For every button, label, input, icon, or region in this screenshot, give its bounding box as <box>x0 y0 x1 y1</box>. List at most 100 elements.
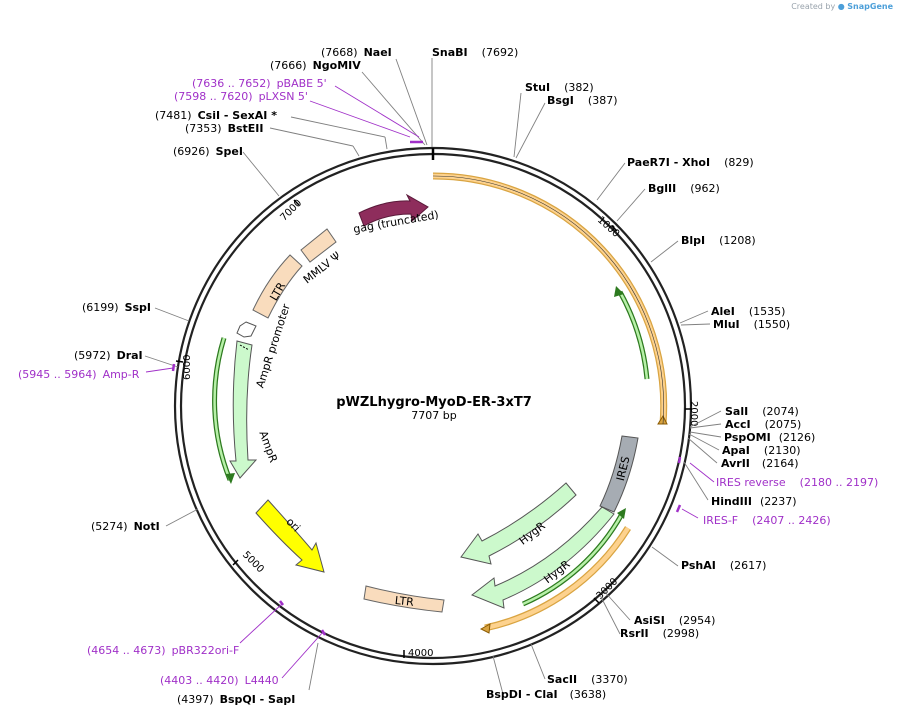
leader-acci <box>689 423 722 429</box>
site-sacii[interactable]: SacII(3370) <box>547 673 628 686</box>
orf-arc-bottom-head <box>479 623 491 634</box>
primer-leaders <box>145 85 715 679</box>
primer-ires-reverse[interactable]: IRES reverse(2180 .. 2197) <box>716 476 878 489</box>
gag-feature[interactable] <box>358 193 429 227</box>
leader-naei <box>395 58 428 146</box>
ires-feature[interactable] <box>599 435 639 513</box>
orf-arc-green-3-fill <box>213 337 232 481</box>
site-bsgi[interactable]: BsgI(387) <box>547 94 618 107</box>
site-naei[interactable]: (7668)NaeI <box>321 46 392 59</box>
tick-label-1000: 1000 <box>595 215 621 240</box>
site-bspdi-clai[interactable]: BspDI - ClaI(3638) <box>486 688 606 701</box>
plasmid-size: 7707 bp <box>411 409 456 422</box>
mmlv-psi-feature[interactable] <box>300 228 337 263</box>
site-ngomiv[interactable]: (7666)NgoMIV <box>270 59 361 72</box>
ampr-promoter-feature[interactable] <box>236 321 257 338</box>
orf-arc-green-3-head <box>226 473 235 484</box>
orf-arc-outer-line <box>432 175 664 425</box>
hygr-inner-feature[interactable] <box>460 482 577 565</box>
ampr-label: AmpR <box>256 429 280 465</box>
leader-mlui <box>680 323 711 326</box>
primer-marks <box>171 140 682 636</box>
orf-arc-bottom <box>484 526 630 631</box>
site-leaders <box>144 58 722 695</box>
watermark-brand: SnapGene <box>847 2 893 11</box>
leader-asisi <box>603 590 631 621</box>
primer-mark-ampr <box>171 363 176 372</box>
leader-hindiii <box>683 461 709 501</box>
site-csii-sexai[interactable]: (7481)CsiI - SexAI * <box>155 109 277 122</box>
plasmid-name: pWZLhygro-MyoD-ER-3xT7 <box>336 395 532 410</box>
tick-marks <box>175 199 692 658</box>
orf-arc-outer-head <box>657 414 668 425</box>
leader-sali <box>689 410 722 428</box>
ltr-top-feature[interactable] <box>252 254 303 319</box>
leader-pshai <box>651 546 679 567</box>
leader-rsrii <box>599 594 621 635</box>
primer-mark-ires-f <box>675 504 682 513</box>
site-asisi[interactable]: AsiSI(2954) <box>634 614 715 627</box>
orf-arc-green-2-fill <box>522 513 624 606</box>
site-sspi[interactable]: (6199)SspI <box>82 301 151 314</box>
site-noti[interactable]: (5274)NotI <box>91 520 160 533</box>
ori-feature[interactable] <box>255 499 325 573</box>
orf-arc-outer-border <box>432 172 668 425</box>
leader-ampr-primer <box>145 367 174 373</box>
ampr-feature[interactable] <box>229 340 258 479</box>
orf-arc-green-1-head <box>614 286 624 297</box>
leader-noti <box>165 508 199 527</box>
primer-pbr322ori-f[interactable]: (4654 .. 4673)pBR322ori-F <box>87 644 239 657</box>
site-bspqi-sapi[interactable]: (4397)BspQI - SapI <box>177 693 295 706</box>
leader-pbr322ori <box>239 602 284 644</box>
primer-pbabe[interactable]: (7636 .. 7652)pBABE 5' <box>192 77 327 90</box>
leader-bsgi <box>515 102 546 159</box>
leader-sspi <box>154 307 190 322</box>
site-pshai[interactable]: PshAI(2617) <box>681 559 766 572</box>
site-hindiii[interactable]: HindIII(2237) <box>711 495 797 508</box>
tick-mark-7000 <box>293 199 300 206</box>
site-rsrii[interactable]: RsrII(2998) <box>620 627 699 640</box>
site-spei[interactable]: (6926)SpeI <box>173 145 243 158</box>
orf-arc-outer <box>432 173 666 425</box>
leader-plxsn <box>309 100 411 138</box>
primer-ires-f[interactable]: IRES-F(2407 .. 2426) <box>703 514 831 527</box>
site-bsteii[interactable]: (7353)BstEII <box>185 122 263 135</box>
primer-mark-l4440 <box>320 629 327 636</box>
site-mlui[interactable]: MluI(1550) <box>713 318 790 331</box>
leader-pbabe <box>334 85 420 138</box>
leader-bsteii-2 <box>352 145 360 157</box>
leader-stui <box>513 92 522 158</box>
primer-l4440[interactable]: (4403 .. 4420)L4440 <box>160 674 279 687</box>
tick-mark-6000 <box>175 360 184 363</box>
ampr-start-mark <box>239 344 250 351</box>
snapgene-logo: ● <box>837 2 845 11</box>
primer-ampr[interactable]: (5945 .. 5964)Amp-R <box>18 368 140 381</box>
tick-label-7000: 7000 <box>279 198 305 224</box>
ltr-bottom-label: LTR <box>394 594 415 609</box>
leader-ires-reverse <box>689 462 715 483</box>
primer-mark-pbr322ori <box>279 600 284 606</box>
ampr-promoter-label: AmpR promoter <box>253 302 293 390</box>
site-bglii[interactable]: BglII(962) <box>648 182 720 195</box>
site-alei[interactable]: AleI(1535) <box>711 305 785 318</box>
leader-spei <box>242 151 280 197</box>
site-apai[interactable]: ApaI(2130) <box>722 444 800 457</box>
site-pspomi[interactable]: PspOMI(2126) <box>724 431 815 444</box>
site-sali[interactable]: SalI(2074) <box>725 405 799 418</box>
leader-sacii <box>530 643 546 680</box>
leader-ires-f <box>681 508 699 519</box>
leader-csii-2 <box>384 136 388 150</box>
primer-plxsn[interactable]: (7598 .. 7620)pLXSN 5' <box>174 90 308 103</box>
site-paer7i-xhoi[interactable]: PaeR7I - XhoI(829) <box>627 156 754 169</box>
hygr-outer-feature[interactable] <box>471 506 615 609</box>
site-blpi[interactable]: BlpI(1208) <box>681 234 756 247</box>
site-acci[interactable]: AccI(2075) <box>725 418 801 431</box>
site-avrii[interactable]: AvrII(2164) <box>721 457 798 470</box>
site-snabi[interactable]: SnaBI(7692) <box>432 46 518 59</box>
site-drai[interactable]: (5972)DraI <box>74 349 143 362</box>
ltr-bottom-feature[interactable] <box>363 585 445 613</box>
site-stui[interactable]: StuI(382) <box>525 81 594 94</box>
leader-drai <box>144 355 179 368</box>
tick-mark-3000 <box>593 597 600 604</box>
